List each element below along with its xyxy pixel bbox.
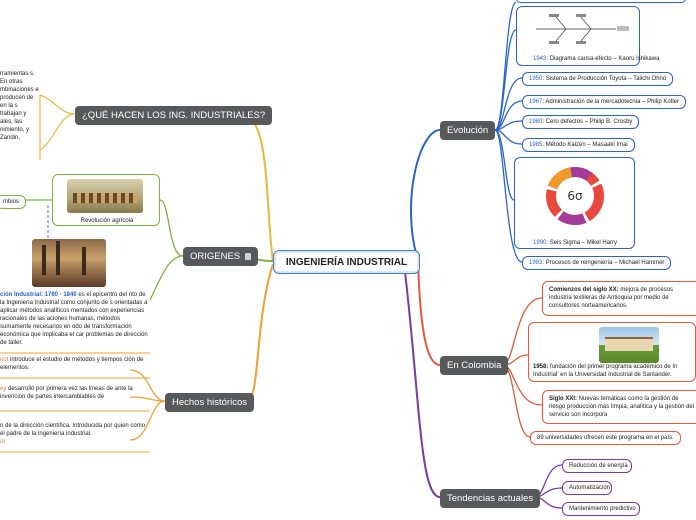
origenes-cambios[interactable]: mbios <box>0 195 27 209</box>
topic-evolucion[interactable]: Evolución <box>440 121 496 140</box>
tendencia-mantenimiento-predictivo[interactable]: Mantenimiento predictivo <box>562 502 640 516</box>
agricultural-painting-image <box>67 179 143 213</box>
topic-que-hacen[interactable]: ¿QUÉ HACEN LOS ING. INDUSTRIALES? <box>75 106 273 125</box>
six-sigma-logo-text: 6σ <box>567 189 583 203</box>
colombia-item-universidades[interactable]: 89 universidades ofrecen este programa e… <box>530 431 681 445</box>
que-hacen-description: rramientas s. En otras mbinaciones e pro… <box>0 71 39 141</box>
topic-hechos-historicos[interactable]: Hechos históricos <box>165 393 254 412</box>
central-topic[interactable]: INGENIERÍA INDUSTRIAL <box>273 250 420 274</box>
evolucion-item-toyota[interactable]: 1950: Sistema de Producción Toyota – Tai… <box>522 72 674 86</box>
topic-origenes[interactable]: ORIGENES <box>183 247 259 266</box>
hecho-metodos-tiempos: not introduce el estudio de métodos y ti… <box>0 357 144 371</box>
six-sigma-logo-image: 6σ <box>546 167 604 225</box>
colombia-item-siglo-xxi[interactable]: Siglo XXI: Nuevas temáticas como la gest… <box>542 390 696 424</box>
colombia-item-1958[interactable]: 1958: fundación del primer programa acad… <box>528 322 696 382</box>
evolucion-item-kaizen[interactable]: 1985: Método Kaizen – Masaaki Imai <box>522 138 635 152</box>
university-photo <box>599 327 659 363</box>
evolucion-item-mercadotecnia[interactable]: 1967: Administración de la mercadotecnia… <box>522 95 687 109</box>
colombia-item-siglo-xx[interactable]: Comienzos del siglo XX: mejora de proces… <box>542 281 696 316</box>
fishbone-diagram-image <box>536 14 629 44</box>
tendencia-reduccion-energia[interactable]: Reducción de energía <box>562 459 632 473</box>
topic-tendencias-actuales[interactable]: Tendencias actuales <box>440 489 541 508</box>
evolucion-item-reingenieria[interactable]: 1993: Procesos de reingeniería – Michael… <box>522 256 672 270</box>
origenes-revolucion-agricola[interactable]: Revolución agrícola <box>52 174 160 226</box>
rev-industrial-description: ción Industrial: 1760 - 1840 es el epice… <box>0 292 148 346</box>
evolucion-item-cero-defectos[interactable]: 1980: Cero defectos – Philip B. Crosby <box>522 115 640 129</box>
industrial-revolution-image <box>32 239 106 287</box>
topic-en-colombia[interactable]: En Colombia <box>440 356 509 375</box>
tendencia-automatizacion[interactable]: Automatización <box>562 481 612 495</box>
note-icon[interactable] <box>245 253 252 260</box>
evolucion-item-six-sigma[interactable]: 6σ 1990: Seis Sigma – Mikel Harry <box>514 157 635 249</box>
evolucion-item-top[interactable] <box>516 0 686 3</box>
hecho-lineas-ensamble: ey desarrolló por primera vez las líneas… <box>0 386 133 400</box>
evolucion-item-ishikawa[interactable]: 1943: Diagrama causa-efecto – Kaoru Ishi… <box>516 6 659 66</box>
hecho-direccion-cientifica: n de la dirección científica. Introducid… <box>0 423 146 445</box>
